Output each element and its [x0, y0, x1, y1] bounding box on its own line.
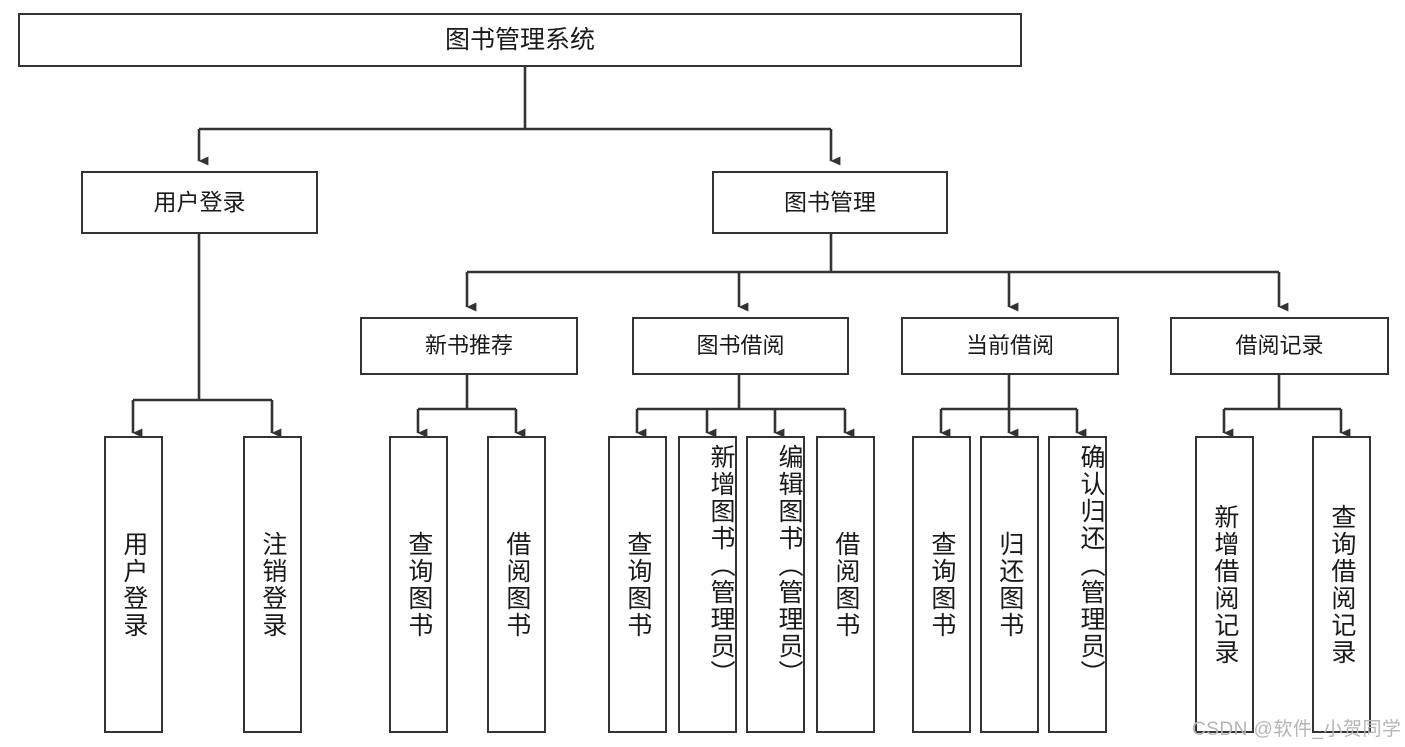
node-label: 注销登录: [258, 530, 287, 639]
node-label: 查询借阅记录: [1327, 503, 1356, 666]
leaf-query-book-current[interactable]: 查询图书: [912, 436, 971, 733]
node-label: 借阅图书: [831, 530, 860, 639]
node-label: 图书管理: [784, 189, 876, 216]
csdn-watermark: CSDN @软件_小贺同学: [1192, 719, 1402, 740]
node-label: 用户登录: [153, 189, 246, 216]
node-label: 查询图书: [623, 530, 652, 639]
leaf-user-login[interactable]: 用户登录: [104, 436, 163, 733]
node-label: 当前借阅: [965, 333, 1054, 359]
node-new-book-recommend[interactable]: 新书推荐: [360, 317, 578, 375]
node-book-borrow[interactable]: 图书借阅: [632, 317, 849, 375]
node-book-management[interactable]: 图书管理: [712, 171, 948, 234]
leaf-query-book-borrow[interactable]: 查询图书: [608, 436, 667, 733]
node-label: 新书推荐: [424, 333, 513, 359]
node-label: 编辑图书（管理员）: [775, 444, 803, 687]
node-label: 查询图书: [404, 530, 433, 639]
node-label: 归还图书: [995, 530, 1024, 639]
leaf-add-borrow-record[interactable]: 新增借阅记录: [1195, 436, 1254, 733]
leaf-borrow-book[interactable]: 借阅图书: [816, 436, 875, 733]
node-user-login[interactable]: 用户登录: [81, 171, 318, 234]
node-label: 借阅图书: [502, 530, 531, 639]
node-current-borrow[interactable]: 当前借阅: [901, 317, 1119, 375]
node-borrow-record[interactable]: 借阅记录: [1170, 317, 1389, 375]
leaf-borrow-book-recommend[interactable]: 借阅图书: [487, 436, 546, 733]
leaf-add-book-admin[interactable]: 新增图书（管理员）: [678, 436, 737, 733]
node-label: 图书管理系统: [444, 25, 595, 54]
leaf-query-borrow-record[interactable]: 查询借阅记录: [1312, 436, 1371, 733]
node-label: 确认归还（管理员）: [1077, 444, 1105, 687]
node-root-system[interactable]: 图书管理系统: [18, 13, 1022, 67]
node-label: 图书借阅: [696, 333, 785, 359]
node-label: 查询图书: [927, 530, 956, 639]
node-label: 借阅记录: [1235, 333, 1324, 359]
leaf-confirm-return-admin[interactable]: 确认归还（管理员）: [1048, 436, 1107, 733]
leaf-edit-book-admin[interactable]: 编辑图书（管理员）: [746, 436, 805, 733]
node-label: 用户登录: [119, 530, 148, 639]
leaf-logout[interactable]: 注销登录: [243, 436, 302, 733]
node-label: 新增借阅记录: [1210, 503, 1239, 666]
leaf-return-book[interactable]: 归还图书: [980, 436, 1039, 733]
leaf-query-book-recommend[interactable]: 查询图书: [389, 436, 448, 733]
node-label: 新增图书（管理员）: [707, 444, 735, 687]
